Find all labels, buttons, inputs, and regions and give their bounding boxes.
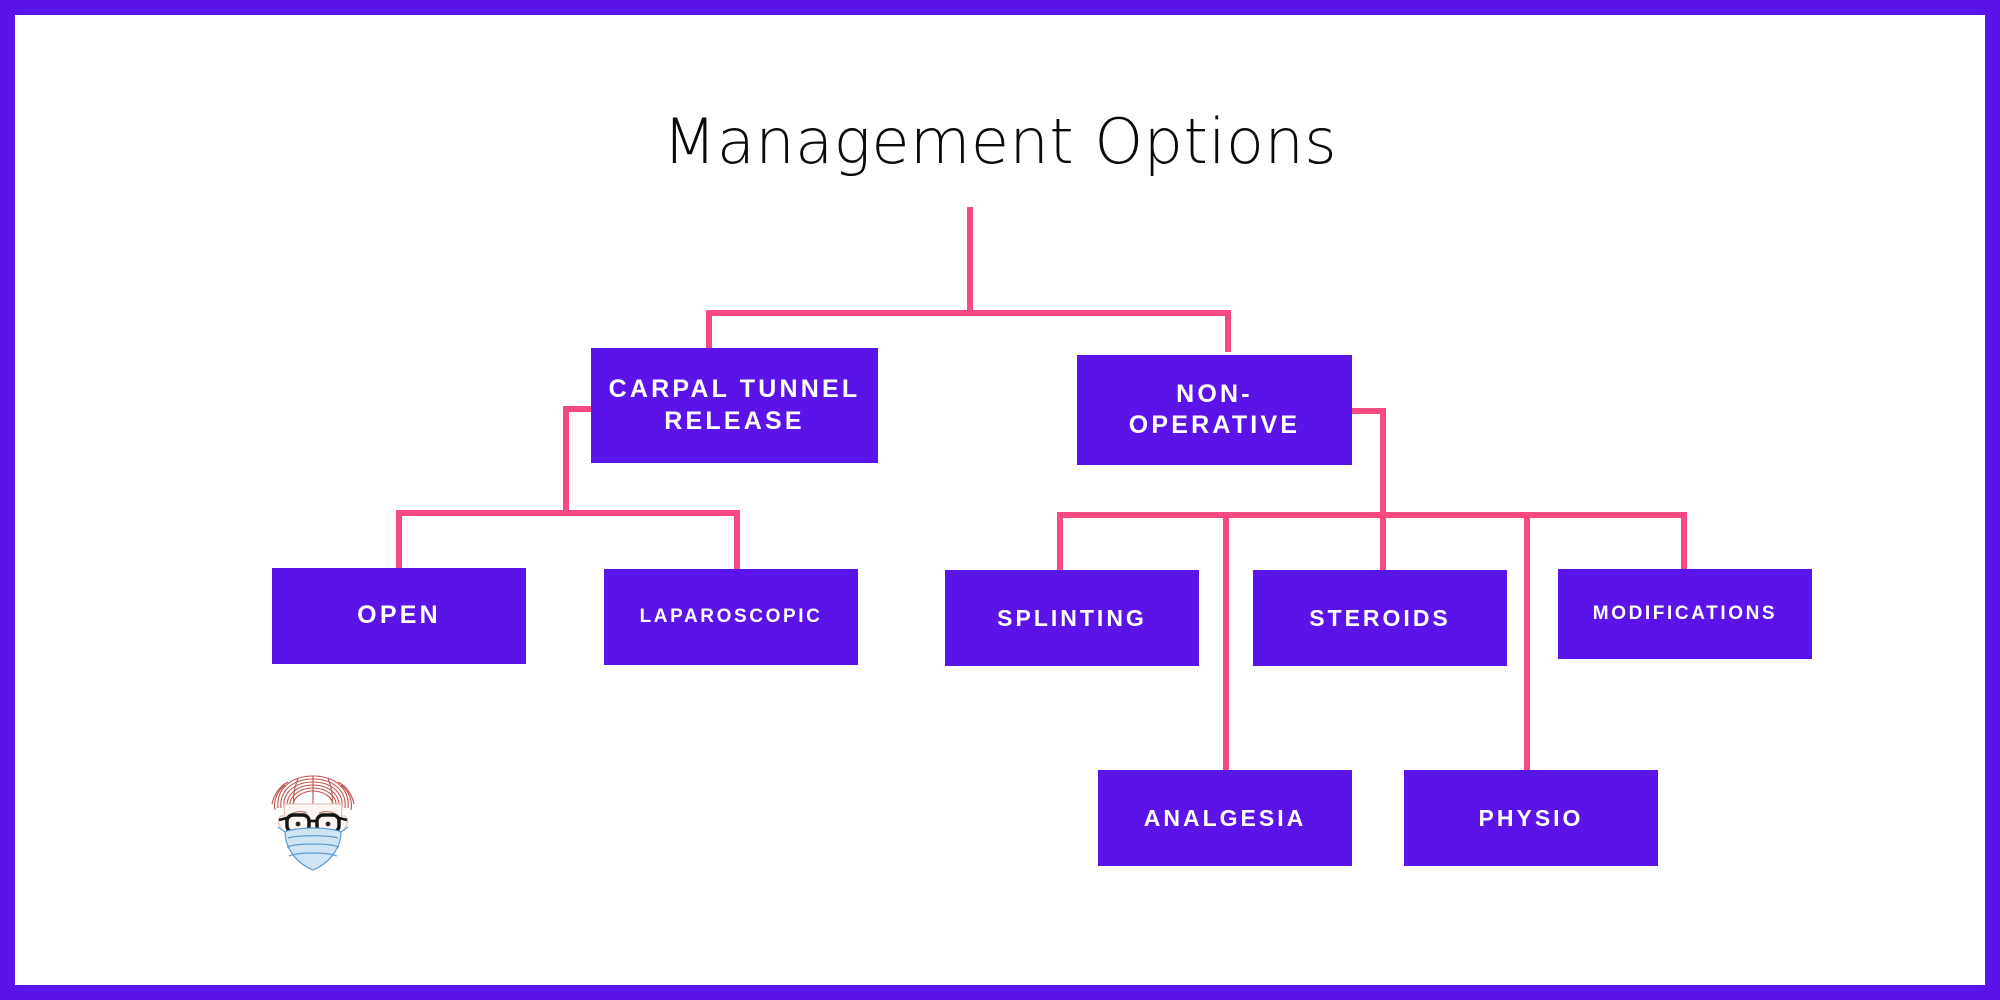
connector-nonop-to-splinting — [1057, 512, 1063, 570]
connector-nonop-to-steroids — [1380, 512, 1386, 570]
node-label-ctr-line1: CARPAL TUNNEL — [608, 375, 861, 404]
avatar-hair — [271, 775, 355, 811]
avatar-ear-right — [341, 815, 349, 829]
connector-root-to-nonop — [1225, 310, 1231, 352]
node-carpal-tunnel-release[interactable]: CARPAL TUNNEL RELEASE — [591, 348, 878, 463]
connector-nonop-drop — [1380, 408, 1386, 518]
connector-nonop-to-analgesia — [1223, 512, 1229, 770]
node-label-steroids: STEROIDS — [1309, 604, 1451, 631]
connector-ctr-to-open — [396, 510, 402, 570]
node-label-nonop-line1: NON- — [1176, 379, 1253, 408]
node-label-laparoscopic: LAPAROSCOPIC — [639, 606, 823, 628]
connector-root-stem — [967, 207, 973, 315]
connector-ctr-to-laparoscopic — [734, 510, 740, 570]
node-label-analgesia: ANALGESIA — [1143, 804, 1307, 831]
connector-ctr-bar — [396, 510, 740, 516]
node-modifications[interactable]: MODIFICATIONS — [1558, 569, 1812, 659]
connector-nonop-to-physio — [1524, 512, 1530, 770]
node-splinting[interactable]: SPLINTING — [945, 570, 1199, 666]
connector-root-bar — [706, 310, 1231, 316]
connector-nonop-bar — [1057, 512, 1687, 518]
avatar-surgical-mask — [277, 826, 349, 871]
connector-ctr-stub — [563, 406, 597, 412]
node-non-operative[interactable]: NON- OPERATIVE — [1077, 355, 1352, 465]
connector-root-to-ctr — [706, 310, 712, 352]
node-physio[interactable]: PHYSIO — [1404, 770, 1658, 866]
avatar-ear-left — [277, 815, 285, 829]
avatar-eyes — [295, 821, 331, 827]
node-steroids[interactable]: STEROIDS — [1253, 570, 1507, 666]
node-label-open: OPEN — [357, 601, 441, 630]
masked-doctor-avatar-icon — [271, 775, 355, 871]
node-laparoscopic[interactable]: LAPAROSCOPIC — [604, 569, 858, 665]
page-title: Management Options — [662, 105, 1338, 178]
node-label-splinting: SPLINTING — [997, 604, 1147, 631]
connector-nonop-to-modifications — [1681, 512, 1687, 570]
node-analgesia[interactable]: ANALGESIA — [1098, 770, 1352, 866]
connector-nonop-stub — [1352, 408, 1386, 414]
node-label-ctr-line2: RELEASE — [664, 406, 805, 435]
node-label-modifications: MODIFICATIONS — [1592, 603, 1778, 625]
node-open[interactable]: OPEN — [272, 568, 526, 664]
node-label-physio: PHYSIO — [1478, 804, 1584, 831]
connector-ctr-drop — [563, 406, 569, 516]
node-label-nonop-line2: OPERATIVE — [1128, 411, 1301, 439]
